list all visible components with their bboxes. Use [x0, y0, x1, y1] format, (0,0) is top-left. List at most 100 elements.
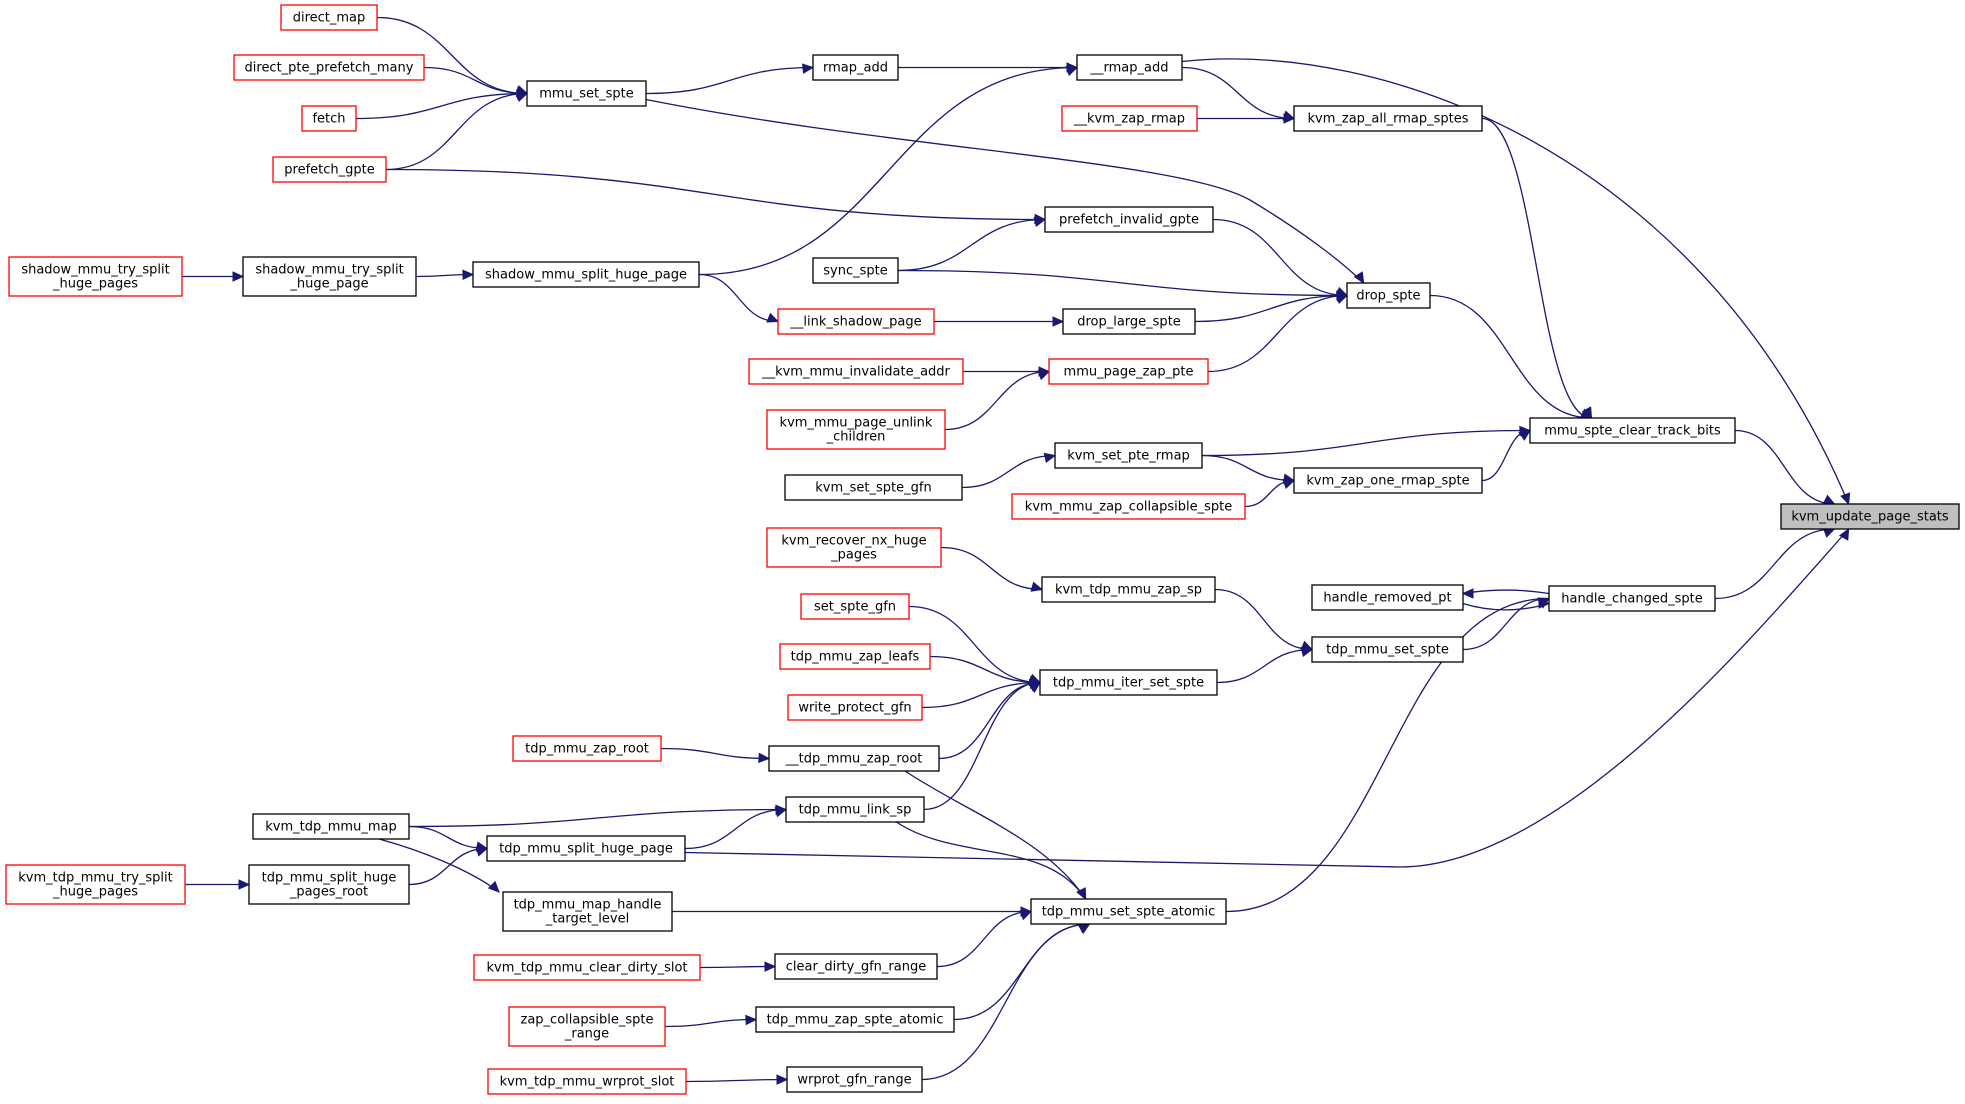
node-kvm-zap-rmap[interactable]: __kvm_zap_rmap: [1061, 105, 1198, 132]
node-label: _huge_pages: [52, 885, 138, 900]
node-label: tdp_mmu_set_spte_atomic: [1042, 905, 1216, 920]
node-tdp-mmu-zap-spte-atomic[interactable]: tdp_mmu_zap_spte_atomic: [755, 1006, 955, 1033]
edge-line: [929, 655, 1041, 684]
node-label: tdp_mmu_zap_spte_atomic: [767, 1013, 944, 1028]
node-kvm-mmu-page-unlink-children[interactable]: kvm_mmu_page_unlink_children: [766, 409, 946, 450]
arrowhead-icon: [1052, 316, 1065, 327]
node-mmu-set-spte[interactable]: mmu_set_spte: [526, 80, 647, 107]
node-kvm-zap-all-rmap-sptes[interactable]: kvm_zap_all_rmap_sptes: [1293, 105, 1483, 132]
node-fetch[interactable]: fetch: [301, 105, 357, 132]
node-label: fetch: [312, 112, 345, 127]
node-label: rmap_add: [823, 61, 888, 76]
node-write-protect-gfn[interactable]: write_protect_gfn: [787, 694, 923, 721]
node-label: mmu_page_zap_pte: [1064, 365, 1194, 380]
node-kvm-tdp-mmu-clear-dirty-slot[interactable]: kvm_tdp_mmu_clear_dirty_slot: [473, 954, 701, 981]
node-kvm-set-pte-rmap[interactable]: kvm_set_pte_rmap: [1054, 442, 1203, 469]
node-zap-collapsible-spte-range[interactable]: zap_collapsible_spte_range: [508, 1006, 666, 1047]
node-box: [1346, 282, 1431, 309]
node-label: tdp_mmu_map_handle: [514, 898, 662, 913]
arrowhead-icon: [1037, 370, 1051, 381]
node-label: shadow_mmu_try_split: [21, 263, 169, 278]
arrowhead-icon: [1353, 271, 1365, 285]
node-box: [301, 105, 357, 132]
node-shadow-mmu-split-huge-page[interactable]: shadow_mmu_split_huge_page: [472, 261, 700, 288]
edge-tdp_mmu_set_spte-to-handle_changed_spte: [1462, 597, 1551, 651]
node-kvm-zap-one-rmap-spte[interactable]: kvm_zap_one_rmap_spte: [1293, 467, 1483, 494]
node-prefetch-invalid-gpte[interactable]: prefetch_invalid_gpte: [1044, 206, 1214, 233]
node-root: kvm_update_page_stats: [1780, 503, 1960, 530]
node-box: [812, 257, 899, 284]
node-label: direct_map: [293, 11, 366, 26]
edge-line: [1216, 648, 1313, 684]
edge-tdp_mmu_map_handle_target_level-to-tdp_mmu_set_spte_atomic: [671, 906, 1033, 917]
node-tdp-mmu-set-spte[interactable]: tdp_mmu_set_spte: [1311, 636, 1464, 663]
node-tdp-mmu-split-huge-page[interactable]: tdp_mmu_split_huge_page: [486, 835, 686, 862]
edge-line: [1214, 588, 1313, 651]
node-wrprot-gfn-range[interactable]: wrprot_gfn_range: [786, 1066, 923, 1093]
node-tdp-mmu-zap-root2[interactable]: __tdp_mmu_zap_root: [768, 745, 940, 772]
node-kvm-mmu-zap-collapsible-spte[interactable]: kvm_mmu_zap_collapsible_spte: [1011, 493, 1246, 520]
node-label: clear_dirty_gfn_range: [786, 960, 926, 975]
node-box: [242, 256, 417, 297]
node-label: tdp_mmu_zap_leafs: [791, 650, 920, 665]
node-handle-changed-spte[interactable]: handle_changed_spte: [1548, 585, 1716, 612]
edge-sync_spte-to-drop_spte: [897, 269, 1349, 301]
edge-line: [1181, 58, 1850, 505]
node-clear-dirty-gfn-range[interactable]: clear_dirty_gfn_range: [774, 953, 938, 980]
arrowhead-icon: [1335, 294, 1349, 305]
edge-line: [1462, 589, 1550, 595]
node-box: [280, 4, 378, 31]
node-kvm-tdp-mmu-try-split-huge-pages[interactable]: kvm_tdp_mmu_try_split_huge_pages: [5, 864, 186, 905]
node-kvm-tdp-mmu-map[interactable]: kvm_tdp_mmu_map: [252, 813, 410, 840]
node-sync-spte[interactable]: sync_spte: [812, 257, 899, 284]
node-kvm-set-spte-gfn[interactable]: kvm_set_spte_gfn: [784, 474, 963, 501]
node-label: kvm_tdp_mmu_zap_sp: [1055, 583, 1202, 598]
edge-line: [1181, 66, 1295, 120]
node-direct-map[interactable]: direct_map: [280, 4, 378, 31]
node-kvm-recover-nx-huge-pages[interactable]: kvm_recover_nx_huge_pages: [766, 527, 942, 568]
node-mmu-page-zap-pte[interactable]: mmu_page_zap_pte: [1048, 358, 1209, 385]
node-set-spte-gfn[interactable]: set_spte_gfn: [800, 593, 910, 620]
node-drop-large-spte[interactable]: drop_large_spte: [1062, 308, 1196, 335]
edge-line: [1212, 218, 1348, 297]
edge-tdp_mmu_link_sp-to-tdp_mmu_set_spte_atomic: [896, 821, 1087, 901]
node-rmap-add2[interactable]: __rmap_add: [1076, 54, 1183, 81]
node-box: [512, 735, 662, 762]
node-box: [1076, 54, 1183, 81]
node-box: [786, 1066, 923, 1093]
node-tdp-mmu-zap-leafs[interactable]: tdp_mmu_zap_leafs: [779, 643, 931, 670]
node-tdp-mmu-split-huge-pages-root[interactable]: tdp_mmu_split_huge_pages_root: [248, 864, 410, 905]
node-label: kvm_tdp_mmu_map: [265, 820, 396, 835]
node-handle-removed-pt[interactable]: handle_removed_pt: [1311, 584, 1464, 611]
node-link-shadow-page[interactable]: __link_shadow_page: [777, 308, 935, 335]
node-box: [1293, 105, 1483, 132]
node-kvm-tdp-mmu-wrprot-slot[interactable]: kvm_tdp_mmu_wrprot_slot: [487, 1068, 687, 1095]
edge-kvm_zap_rmap-to-kvm_zap_all_rmap_sptes: [1197, 113, 1296, 124]
node-rmap-add[interactable]: rmap_add: [812, 54, 899, 81]
node-mmu-spte-clear-track-bits[interactable]: mmu_spte_clear_track_bits: [1529, 417, 1736, 444]
node-prefetch-gpte[interactable]: prefetch_gpte: [272, 156, 387, 183]
node-tdp-mmu-link-sp[interactable]: tdp_mmu_link_sp: [785, 796, 925, 823]
node-label: __tdp_mmu_zap_root: [785, 752, 923, 767]
node-drop-spte[interactable]: drop_spte: [1346, 282, 1431, 309]
node-label: handle_removed_pt: [1323, 591, 1451, 606]
node-label: _huge_pages: [52, 277, 138, 292]
node-direct-pte-prefetch-many[interactable]: direct_pte_prefetch_many: [233, 54, 425, 81]
node-tdp-mmu-zap-root[interactable]: tdp_mmu_zap_root: [512, 735, 662, 762]
node-label: handle_changed_spte: [1561, 592, 1703, 607]
node-box: [766, 527, 942, 568]
node-label: kvm_update_page_stats: [1791, 510, 1949, 525]
node-kvm-tdp-mmu-zap-sp[interactable]: kvm_tdp_mmu_zap_sp: [1041, 576, 1216, 603]
edge-line: [1201, 454, 1295, 482]
node-shadow-mmu-try-split-huge-pages[interactable]: shadow_mmu_try_split_huge_pages: [8, 256, 183, 297]
edge-mmu_set_spte-to-drop_spte: [645, 98, 1365, 285]
node-label: kvm_tdp_mmu_wrprot_slot: [500, 1075, 675, 1090]
node-tdp-mmu-map-handle-target-level[interactable]: tdp_mmu_map_handle_target_level: [502, 891, 673, 932]
node-box: [1039, 669, 1218, 696]
node-tdp-mmu-iter-set-spte[interactable]: tdp_mmu_iter_set_spte: [1039, 669, 1218, 696]
node-shadow-mmu-try-split-huge-page[interactable]: shadow_mmu_try_split_huge_page: [242, 256, 417, 297]
node-box: [233, 54, 425, 81]
edge-tdp_mmu_split_huge_page-to-tdp_mmu_link_sp: [684, 807, 788, 850]
node-kvm-mmu-invalidate-addr[interactable]: __kvm_mmu_invalidate_addr: [748, 358, 964, 385]
node-tdp-mmu-set-spte-atomic[interactable]: tdp_mmu_set_spte_atomic: [1030, 898, 1227, 925]
